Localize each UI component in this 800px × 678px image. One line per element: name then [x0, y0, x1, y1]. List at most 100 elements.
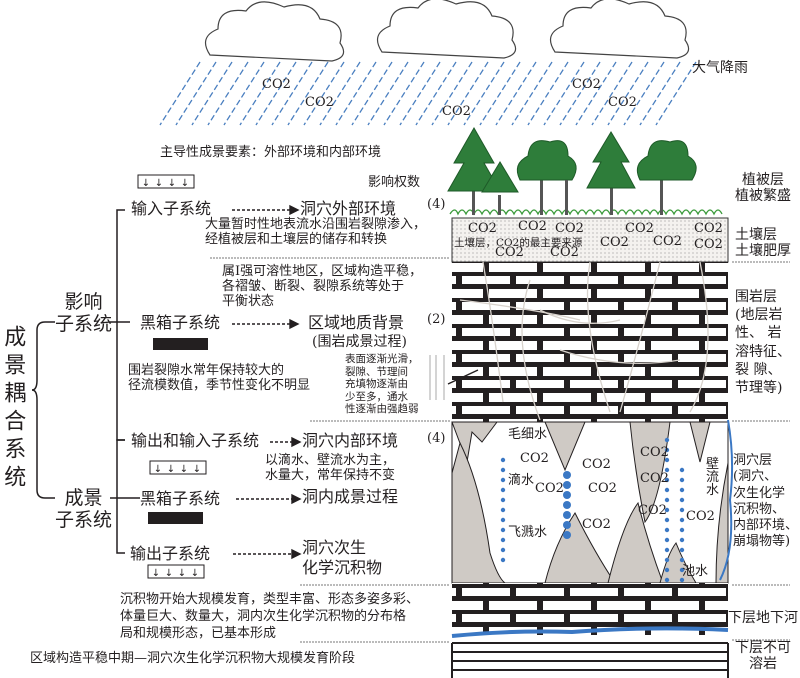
rain-line — [527, 61, 569, 126]
co2-label: CO2 — [582, 457, 611, 472]
svg-text:↓: ↓ — [193, 464, 201, 475]
black-box-icon — [148, 512, 203, 524]
rain-line — [591, 61, 633, 126]
water-drop — [679, 557, 685, 563]
rain-line — [159, 61, 201, 126]
rain-line — [207, 61, 249, 126]
rain-line — [335, 61, 377, 126]
svg-text:↓: ↓ — [165, 568, 173, 579]
rain-line — [543, 61, 585, 126]
svg-text:↓: ↓ — [191, 568, 199, 579]
rain-line — [447, 61, 489, 126]
soil-note: 土壤层，CO2的最主要来源 — [454, 237, 583, 249]
fracture-lines — [459, 261, 709, 421]
dashed-arrows — [232, 204, 479, 560]
water-drop — [664, 437, 670, 443]
rain-line — [431, 61, 473, 126]
co2-label: CO2 — [442, 104, 471, 119]
black-box-subsystem-2: 黑箱子系统 — [140, 489, 221, 508]
rain-line — [191, 61, 233, 126]
rain-line — [271, 61, 313, 126]
rain-line — [383, 61, 425, 126]
stage-caption: 区域构造平稳中期—洞穴次生化学沉积物大规模发育阶段 — [30, 651, 356, 666]
rain-line — [367, 61, 409, 126]
weight-value: (2) — [427, 312, 446, 327]
water-drop — [500, 537, 506, 543]
hierarchy-lines — [31, 209, 140, 554]
co2-label: CO2 — [495, 245, 524, 260]
wall-flow-water — [719, 419, 734, 581]
water-drop — [679, 477, 685, 483]
rock-layer — [452, 262, 728, 422]
rain-lines — [159, 61, 697, 126]
svg-text:↓: ↓ — [181, 178, 189, 189]
rain-line — [495, 61, 537, 126]
regional-geology: 区域地质背景 — [308, 313, 405, 332]
co2-label: CO2 — [588, 481, 617, 496]
co2-label: CO2 — [518, 219, 547, 234]
co2-label: CO2 — [640, 445, 669, 460]
drip-water-label: 滴水 — [508, 473, 535, 488]
svg-text:↓: ↓ — [168, 178, 176, 189]
water-drop — [679, 567, 685, 573]
water-drop — [500, 487, 506, 493]
water-drop — [664, 477, 670, 483]
rain-line — [175, 61, 217, 126]
svg-text:↓: ↓ — [167, 464, 175, 475]
rain-line — [223, 61, 265, 126]
drip-water-dots — [500, 437, 685, 583]
water-drop — [664, 507, 670, 513]
input-arrows-icon — [137, 174, 207, 579]
water-drop — [679, 537, 685, 543]
water-drop — [679, 547, 685, 553]
internal-environment: 洞穴内部环境 — [302, 431, 399, 450]
grass — [449, 209, 723, 216]
underground-river-label: 下层地下河 — [728, 610, 798, 626]
water-drop — [664, 557, 670, 563]
rain-line — [351, 61, 393, 126]
black-box-icon — [153, 338, 208, 350]
co2-label: CO2 — [468, 221, 497, 236]
tree-icon — [447, 126, 636, 215]
water-drop — [664, 567, 670, 573]
rain-line — [303, 61, 345, 126]
secondary-deposits: 洞穴次生化学沉积物 — [302, 538, 383, 577]
water-drop — [500, 467, 506, 473]
co2-label: CO2 — [572, 77, 601, 92]
co2-label: CO2 — [535, 481, 564, 496]
rain-line — [255, 61, 297, 126]
svg-text:↓: ↓ — [180, 464, 188, 475]
water-drop — [664, 447, 670, 453]
insoluble-rock — [451, 642, 729, 678]
water-drop — [679, 467, 685, 473]
water-drop — [500, 477, 506, 483]
water-drop — [664, 547, 670, 553]
atmosphere-label: 大气降雨 — [692, 60, 748, 76]
co2-label: CO2 — [262, 77, 291, 92]
cave-layer-label: 洞穴层(洞穴、次生化学沉积物、内部环境、崩塌物等) — [733, 453, 799, 550]
rain-line — [607, 61, 649, 126]
svg-text:↓: ↓ — [152, 568, 160, 579]
capillary-water-label: 毛细水 — [508, 427, 548, 442]
svg-text:↓: ↓ — [154, 464, 162, 475]
io-description: 以滴水、壁流水为主，水量大，常年保持不变 — [265, 453, 396, 483]
co2-label: CO2 — [686, 509, 715, 524]
fracture-note: 表面逐渐光滑，裂隙、节理间充填物逐渐由少至多，通水性逐渐由强趋弱 — [345, 353, 419, 416]
splash-water-label: 飞溅水 — [508, 525, 548, 540]
cave-formations — [451, 421, 729, 584]
co2-label: CO2 — [640, 471, 669, 486]
co2-label: CO2 — [520, 451, 549, 466]
insoluble-rock-label: 下层不可溶岩 — [735, 640, 791, 673]
water-drop — [500, 497, 506, 503]
water-drop — [563, 481, 571, 489]
co2-label: CO2 — [653, 234, 682, 249]
water-drop — [563, 471, 571, 479]
io-subsystem: 输出和输入子系统 — [131, 431, 260, 450]
fissure-water-description: 围岩裂隙水常年保持较大的径流模数值，季节性变化不明显 — [128, 363, 311, 393]
rain-line — [239, 61, 281, 126]
rain-line — [319, 61, 361, 126]
water-drop — [563, 501, 571, 509]
water-drop — [679, 487, 685, 493]
water-drop — [500, 557, 506, 563]
